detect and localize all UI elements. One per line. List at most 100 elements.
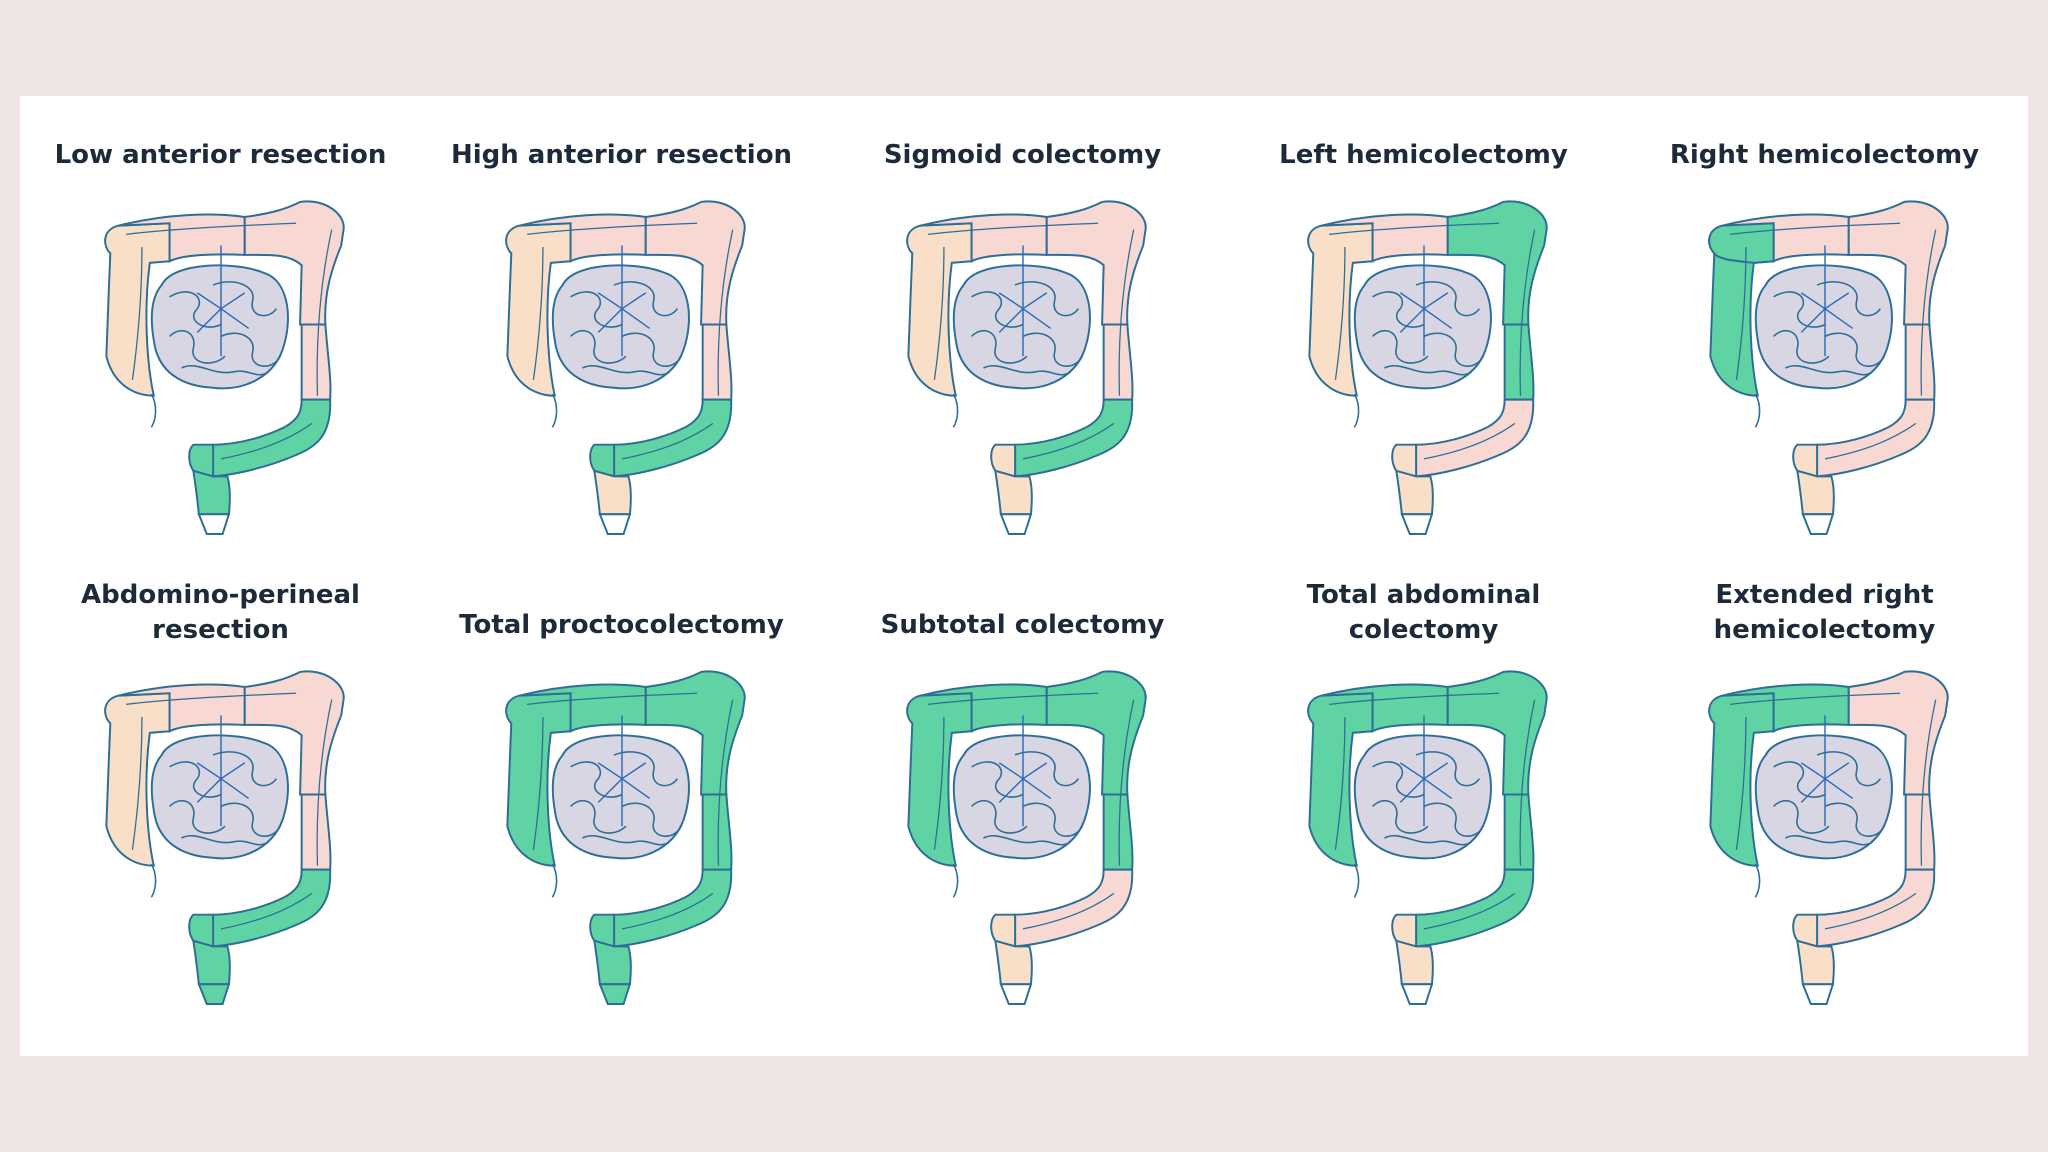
anal-canal	[1400, 983, 1434, 1006]
ascending-colon	[505, 692, 572, 867]
rectum	[1395, 939, 1434, 986]
descending-colon	[1904, 323, 1936, 401]
small-intestine	[1353, 715, 1492, 860]
figure-panel: Low anterior resection High anterior rese…	[20, 96, 2028, 1056]
colon-illustration	[104, 200, 345, 536]
anal-canal	[999, 983, 1033, 1006]
colon-illustration	[906, 670, 1147, 1006]
small-intestine	[150, 715, 289, 860]
anal-canal	[1400, 513, 1434, 536]
procedure-title: High anterior resection	[450, 140, 793, 170]
sigmoid-colon	[613, 868, 733, 948]
sigmoid-colon	[1014, 868, 1134, 948]
haustra-lines	[1730, 222, 1937, 460]
small-intestine	[1754, 715, 1893, 860]
procedure-diagram: Left hemicolectomy	[1223, 96, 1624, 566]
sigmoid-colon	[212, 398, 332, 478]
ascending-colon	[1307, 692, 1374, 867]
sigmoid-colon	[1415, 398, 1535, 478]
descending-colon	[1503, 793, 1535, 871]
haustra-lines	[1730, 692, 1937, 930]
procedure-diagram: Right hemicolectomy	[1624, 96, 2025, 566]
haustra-lines	[527, 222, 734, 460]
appendix	[952, 863, 959, 898]
haustra-lines	[1329, 692, 1536, 930]
transverse-colon-left	[1045, 200, 1147, 326]
procedure-diagram: Sigmoid colectomy	[822, 96, 1223, 566]
haustra-lines	[928, 692, 1135, 930]
descending-colon	[300, 793, 332, 871]
colon-illustration	[104, 670, 345, 1006]
descending-colon	[1102, 323, 1134, 401]
rectum	[593, 939, 632, 986]
procedure-title: Left hemicolectomy	[1279, 140, 1568, 170]
rectum	[994, 939, 1033, 986]
procedure-title: Sigmoid colectomy	[883, 140, 1162, 170]
procedure-title: Abdomino-perineal resection	[81, 580, 360, 645]
rectum	[994, 469, 1033, 516]
transverse-colon-left	[1446, 200, 1548, 326]
procedure-diagram: Total abdominal colectomy	[1223, 566, 1624, 1036]
appendix	[551, 393, 558, 428]
procedure-diagram: Total proctocolectomy	[421, 566, 822, 1036]
small-intestine	[551, 715, 690, 860]
ascending-colon	[1708, 692, 1775, 867]
colon-illustration	[505, 670, 746, 1006]
anal-canal	[197, 513, 231, 536]
colon-illustration	[505, 200, 746, 536]
procedure-diagram: Low anterior resection	[20, 96, 421, 566]
haustra-lines	[1329, 222, 1536, 460]
appendix	[551, 863, 558, 898]
colon-illustration	[1307, 200, 1548, 536]
procedure-title: Subtotal colectomy	[880, 610, 1165, 640]
transverse-colon-left	[243, 670, 345, 796]
anal-canal	[1801, 513, 1835, 536]
descending-colon	[701, 323, 733, 401]
ascending-colon	[104, 692, 171, 867]
ascending-colon	[906, 692, 973, 867]
anal-canal	[598, 513, 632, 536]
rectum	[1796, 939, 1835, 986]
small-intestine	[150, 245, 289, 390]
descending-colon	[1904, 793, 1936, 871]
descending-colon	[1102, 793, 1134, 871]
rectum	[1395, 469, 1434, 516]
haustra-lines	[126, 222, 333, 460]
haustra-lines	[527, 692, 734, 930]
rectum	[192, 939, 231, 986]
descending-colon	[701, 793, 733, 871]
colon-illustration	[1307, 670, 1548, 1006]
haustra-lines	[928, 222, 1135, 460]
appendix	[952, 393, 959, 428]
procedure-title: Total proctocolectomy	[459, 610, 784, 640]
procedure-title: Extended right hemicolectomy	[1713, 580, 1936, 645]
sigmoid-colon	[1415, 868, 1535, 948]
colon-illustration	[1708, 200, 1949, 536]
anal-canal	[197, 983, 231, 1006]
procedure-diagram: Abdomino-perineal resection	[20, 566, 421, 1036]
small-intestine	[1353, 245, 1492, 390]
transverse-colon-left	[1446, 670, 1548, 796]
anal-canal	[1801, 983, 1835, 1006]
appendix	[1353, 393, 1360, 428]
transverse-colon-left	[1847, 670, 1949, 796]
appendix	[1353, 863, 1360, 898]
small-intestine	[551, 245, 690, 390]
small-intestine	[1754, 245, 1893, 390]
sigmoid-colon	[1816, 868, 1936, 948]
hepatic-flexure	[1708, 222, 1775, 264]
ascending-colon	[505, 222, 572, 397]
appendix	[150, 393, 157, 428]
descending-colon	[1503, 323, 1535, 401]
ascending-colon	[1307, 222, 1374, 397]
transverse-colon-left	[1045, 670, 1147, 796]
ascending-colon	[104, 222, 171, 397]
procedure-title: Total abdominal colectomy	[1306, 580, 1541, 645]
ascending-colon	[906, 222, 973, 397]
transverse-colon-left	[644, 200, 746, 326]
sigmoid-colon	[212, 868, 332, 948]
procedure-diagram: Subtotal colectomy	[822, 566, 1223, 1036]
procedure-diagram: Extended right hemicolectomy	[1624, 566, 2025, 1036]
small-intestine	[952, 245, 1091, 390]
rectum	[593, 469, 632, 516]
